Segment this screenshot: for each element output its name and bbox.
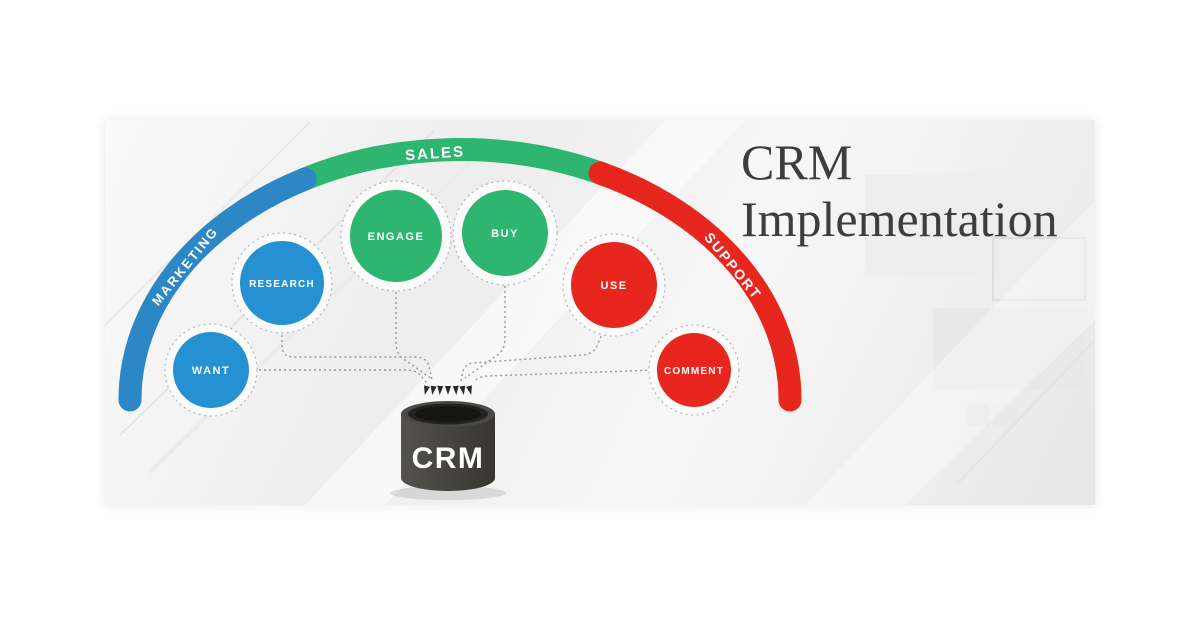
stage-research: RESEARCH [231, 232, 333, 334]
crm-database: CRM [390, 401, 506, 500]
stage-comment-label: COMMENT [664, 366, 724, 377]
database-top-hole [415, 406, 481, 422]
stage-use-label: USE [600, 280, 627, 292]
arc-segment-support [588, 161, 802, 412]
stage-engage-label: ENGAGE [368, 231, 425, 243]
arc-segment-marketing [118, 167, 317, 412]
page-title-line1: CRM [741, 134, 853, 190]
database-label: CRM [412, 442, 485, 475]
diagram-panel: MARKETING SALES SUPPORT [105, 120, 1095, 505]
database-body [401, 414, 495, 491]
stage-want-label: WANT [192, 365, 230, 377]
connector-comment [473, 369, 658, 383]
stage-engage: ENGAGE [340, 180, 452, 292]
background-decor [105, 120, 1095, 505]
arrow-down-icons [424, 385, 472, 395]
page-title-line2: Implementation [741, 191, 1058, 247]
connector-lines [249, 276, 658, 384]
connector-research [281, 325, 433, 381]
arc-segment-sales [300, 138, 604, 190]
connector-engage [395, 282, 433, 380]
stage-buy-circle [462, 190, 548, 276]
page-title: CRM Implementation [741, 134, 1058, 248]
stage-use-circle [571, 242, 657, 328]
stage-want: WANT [164, 323, 258, 417]
stage-use: USE [562, 233, 666, 337]
database-shadow [390, 486, 506, 500]
stage-comment-circle [657, 333, 731, 407]
arc-label-sales: SALES [405, 143, 466, 164]
stage-want-circle [173, 332, 249, 408]
stage-buy-label: BUY [491, 228, 519, 240]
stage-research-circle [240, 241, 324, 325]
arc-label-marketing: MARKETING [149, 224, 222, 309]
connector-want [249, 369, 428, 384]
stage-research-label: RESEARCH [249, 279, 315, 290]
stage-buy: BUY [452, 180, 558, 286]
stage-engage-circle [350, 190, 442, 282]
customer-journey-diagram: MARKETING SALES SUPPORT [105, 120, 1095, 505]
stage-comment: COMMENT [648, 324, 740, 416]
